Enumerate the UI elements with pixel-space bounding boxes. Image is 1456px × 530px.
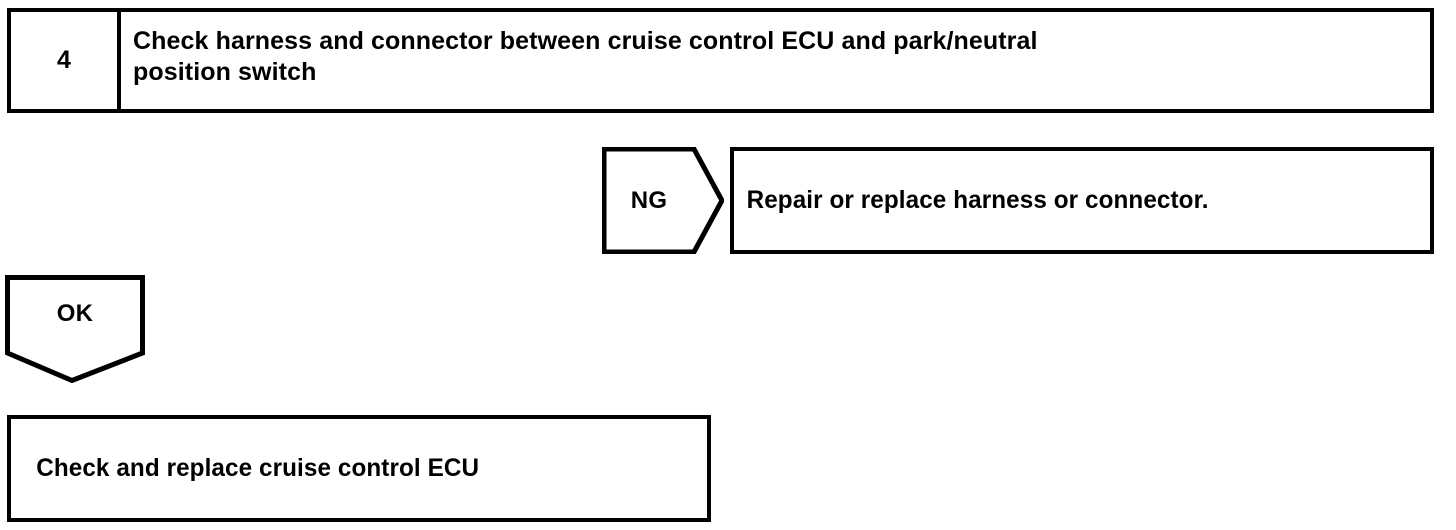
ok-branch-label: OK xyxy=(56,300,94,327)
ng-branch-tag: NG xyxy=(602,147,724,254)
step-number: 4 xyxy=(56,46,72,74)
ng-action-text: Repair or replace harness or connector. xyxy=(746,186,1209,214)
step-instruction-text: Check harness and connector between crui… xyxy=(133,27,1038,86)
pentagon-down-icon xyxy=(5,275,145,383)
ok-branch-tag: OK xyxy=(5,275,145,383)
ng-action-box: Repair or replace harness or connector. xyxy=(730,147,1434,254)
ok-action-text: Check and replace cruise control ECU xyxy=(36,454,480,482)
ok-action-box: Check and replace cruise control ECU xyxy=(7,415,711,522)
ng-branch-label: NG xyxy=(630,186,668,214)
step-box: 4 Check harness and connector between cr… xyxy=(7,8,1434,113)
step-instruction-cell: Check harness and connector between crui… xyxy=(121,12,1430,109)
pentagon-right-icon xyxy=(602,147,724,254)
step-number-cell: 4 xyxy=(11,12,121,109)
